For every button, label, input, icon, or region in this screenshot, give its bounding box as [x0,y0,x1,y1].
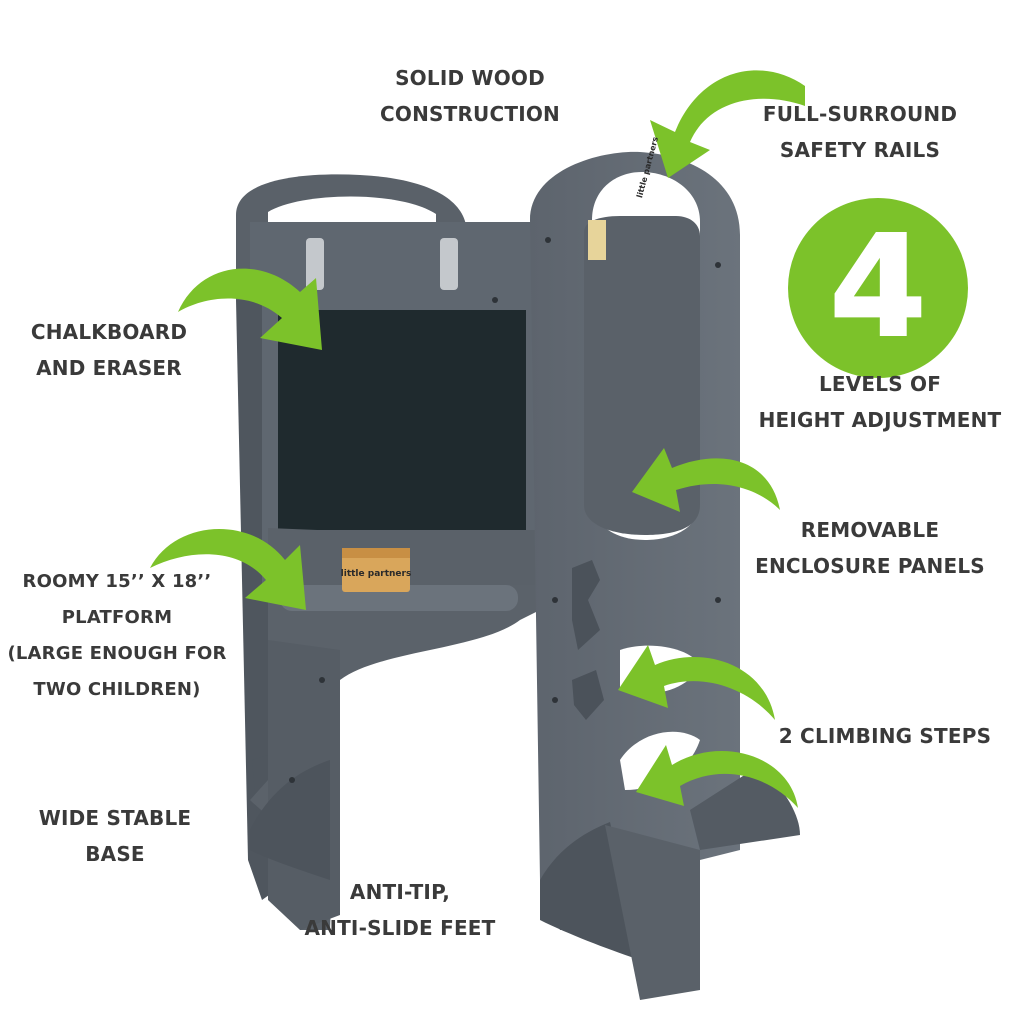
label-safety-rails: FULL-SURROUND SAFETY RAILS [762,102,958,162]
levels-badge: 4 [788,198,968,378]
left-foot [250,760,330,880]
label-platform: ROOMY 15’’ X 18’’ PLATFORM (LARGE ENOUGH… [7,571,227,700]
label-feet: ANTI-TIP, ANTI-SLIDE FEET [304,880,496,940]
curved-arrow-icon [150,70,805,808]
enclosure-panel [584,216,700,535]
eraser: little partners [341,548,412,592]
label-base: WIDE STABLE BASE [38,806,192,866]
clip [440,238,458,290]
clip [306,238,324,290]
levels-number: 4 [828,206,927,369]
platform-bar [280,585,518,611]
eraser-logo: little partners [341,569,412,579]
label-solid-wood: SOLID WOOD CONSTRUCTION [379,66,560,126]
label-chalkboard: CHALKBOARD AND ERASER [30,320,188,380]
leg-cutout [360,676,450,730]
screws [289,237,721,783]
label-panels: REMOVABLE ENCLOSURE PANELS [755,518,985,578]
label-levels: LEVELS OF HEIGHT ADJUSTMENT [758,372,1002,432]
label-steps: 2 CLIMBING STEPS [778,724,992,748]
